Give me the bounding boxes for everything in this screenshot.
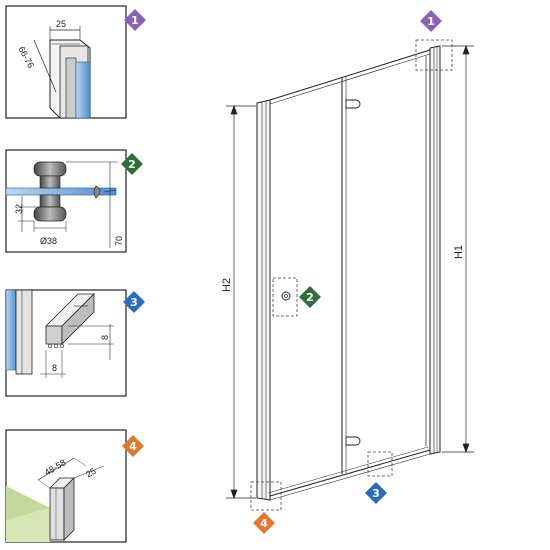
h2-label: H2	[221, 278, 233, 292]
dim-knob-height: 32	[14, 204, 24, 214]
dim-profile-width: 25	[84, 466, 98, 480]
badge-2-main: 2	[299, 286, 321, 308]
diamond-icon	[365, 482, 387, 504]
detail-2-frame	[5, 149, 127, 253]
diamond-icon	[299, 286, 321, 308]
glass-pane	[5, 289, 17, 371]
callout-box-3	[367, 451, 393, 477]
dim-h1	[442, 45, 474, 453]
h1-label: H1	[453, 245, 465, 259]
knob-icon	[281, 291, 291, 301]
badge-1-main: 1	[420, 10, 442, 32]
badge-label: 2	[306, 291, 314, 304]
wall-profile-drawing	[49, 477, 75, 541]
dim-knob-offset: 70	[114, 236, 124, 246]
dim-seal-width: 8	[52, 363, 57, 373]
dim-knob-diameter: Ø38	[40, 236, 57, 246]
bottom-seal-drawing	[45, 293, 95, 349]
diamond-icon	[124, 9, 146, 31]
badge-4-main: 4	[253, 512, 275, 534]
badge-3-main: 3	[365, 482, 387, 504]
badge-1-detail: 1	[124, 9, 146, 31]
callout-boxes	[250, 39, 453, 511]
diamond-icon	[253, 512, 275, 534]
badge-label: 3	[372, 487, 380, 500]
badge-label: 4	[129, 440, 137, 453]
dim-seal-height: 8	[100, 335, 110, 340]
badge-2-detail: 2	[121, 153, 143, 175]
dim-top-width: 25	[56, 19, 66, 29]
callout-box-4	[250, 481, 282, 511]
door-drawing	[256, 45, 441, 501]
hinge-icon-top	[345, 99, 361, 109]
badge-label: 2	[128, 158, 136, 171]
top-profile-drawing	[49, 39, 91, 119]
diamond-icon	[122, 435, 144, 457]
dim-h2	[226, 105, 256, 499]
diamond-icon	[420, 10, 442, 32]
callout-box-2	[272, 277, 298, 317]
glass-pane	[5, 187, 117, 196]
badge-4-detail: 4	[122, 435, 144, 457]
hinge-icon-bottom	[345, 436, 361, 446]
diamond-icon	[123, 291, 145, 313]
detail-3-panel: 8 8	[5, 289, 127, 397]
detail-2-panel: 32 Ø38 70	[5, 149, 127, 253]
badge-label: 1	[427, 15, 435, 28]
badge-3-detail: 3	[123, 291, 145, 313]
glass-pane	[75, 61, 91, 119]
callout-box-1	[415, 39, 453, 71]
badge-label: 3	[130, 296, 138, 309]
detail-1-panel: 25 66-76	[5, 5, 127, 119]
badge-label: 1	[131, 14, 139, 27]
knob-drawing	[33, 161, 117, 222]
diamond-icon	[121, 153, 143, 175]
badge-label: 4	[260, 517, 268, 530]
detail-4-panel: 48-58 25	[5, 429, 127, 543]
